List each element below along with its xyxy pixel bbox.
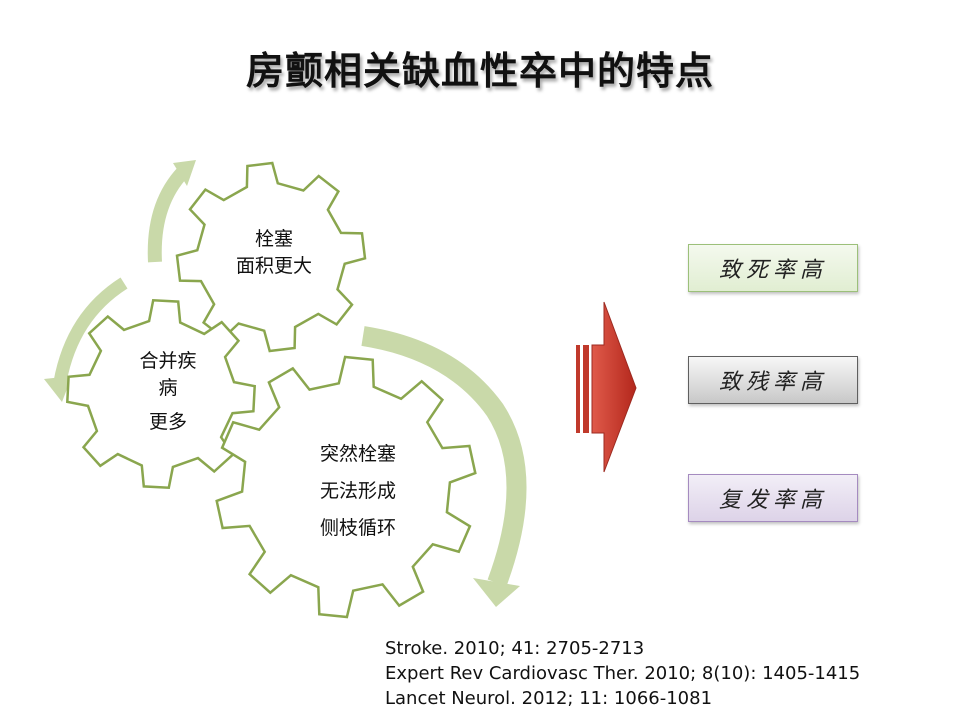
gear-top-line-1: 栓塞 <box>254 228 293 250</box>
arrow-body <box>591 301 637 473</box>
cycle-arrowhead-left <box>44 376 72 402</box>
gear-left-line-3: 更多 <box>148 411 187 434</box>
outcome-recurrence-box: 复发率高 <box>688 474 858 522</box>
gear-left <box>65 298 257 490</box>
cycle-arrowhead-bottom <box>473 578 520 607</box>
gear-left-line-2: 病 <box>158 376 178 399</box>
reference-2: Expert Rev Cardiovasc Ther. 2010; 8(10):… <box>385 663 861 684</box>
cycle-arrow-left <box>53 277 128 384</box>
arrow-stripe-2 <box>583 345 589 433</box>
gear-left-label: 合并疾 病 更多 <box>118 348 218 436</box>
gear-bottom-line-2: 无法形成 <box>319 480 396 503</box>
outcome-disability-box: 致残率高 <box>688 356 858 404</box>
gear-bottom-line-1: 突然栓塞 <box>319 443 396 465</box>
cycle-arrowhead-top <box>173 160 196 186</box>
reference-3: Lancet Neurol. 2012; 11: 1066-1081 <box>385 688 713 709</box>
slide-title: 房颤相关缺血性卒中的特点 <box>245 48 714 93</box>
cycle-arrow-top <box>147 167 189 263</box>
reference-1: Stroke. 2010; 41: 2705-2713 <box>385 638 645 659</box>
arrow-stripe-1 <box>576 345 580 433</box>
gear-bottom-line-3: 侧枝循环 <box>319 517 396 540</box>
gear-left-line-1: 合并疾 <box>139 350 197 372</box>
outcome-mortality-box: 致死率高 <box>688 244 858 292</box>
cycle-arrow-bottom <box>361 326 527 587</box>
gear-bottom <box>215 355 477 619</box>
gear-top <box>175 161 367 353</box>
references: Stroke. 2010; 41: 2705-2713 Expert Rev C… <box>385 636 860 711</box>
pointer-arrow <box>576 301 637 473</box>
gear-top-label: 栓塞 面积更大 <box>214 226 334 279</box>
gear-bottom-label: 突然栓塞 无法形成 侧枝循环 <box>288 436 428 547</box>
gear-top-line-2: 面积更大 <box>235 254 312 277</box>
